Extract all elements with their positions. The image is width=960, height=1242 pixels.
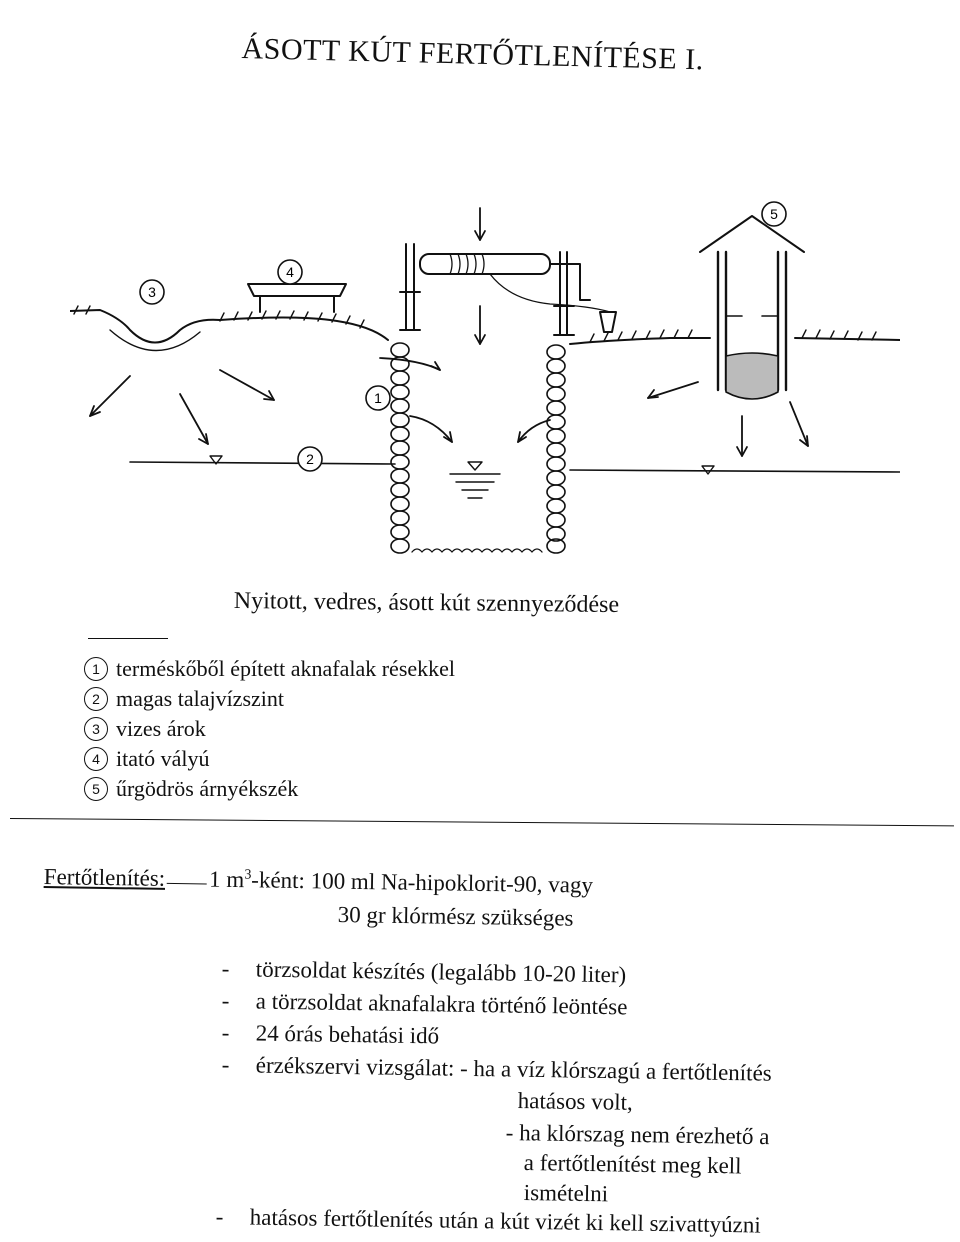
step-3-text: 24 órás behatási idő: [255, 1020, 440, 1049]
step-4: -érzékszervi vizsgálat: - ha a víz klórs…: [222, 1052, 772, 1087]
disinfection-line-2: 30 gr klórmész szükséges: [337, 902, 574, 931]
step-4-sub2-line2: a fertőtlenítést meg kell: [523, 1150, 742, 1179]
step-4-sub2-line3: ismételni: [523, 1180, 609, 1207]
well-bottom-gravel: [411, 548, 543, 553]
legend-item-5: 5 űrgödrös árnyékszék: [84, 776, 298, 802]
legend-number-5: 5: [84, 777, 108, 801]
callout-3: 3: [139, 279, 165, 305]
step-2-dash: -: [221, 988, 230, 1014]
callout-2: 2: [297, 446, 323, 472]
step-1: -törzsoldat készítés (legalább 10-20 lit…: [222, 956, 627, 988]
legend-item-4: 4 itató vályú: [84, 746, 209, 772]
well-water-marker: [467, 461, 483, 471]
bucket-rope: [489, 273, 611, 313]
legend-item-3: 3 vizes árok: [84, 716, 206, 742]
step-4-sub1-continuation: hatásos volt,: [517, 1088, 633, 1115]
legend-number-3: 3: [84, 717, 108, 741]
callout-2-label: 2: [306, 451, 314, 467]
final-step: -hatásos fertőtlenítés után a kút vizét …: [216, 1204, 761, 1239]
grass-left: [73, 305, 365, 329]
drinking-trough: [247, 283, 347, 313]
step-1-dash: -: [221, 956, 230, 982]
legend-number-1: 1: [84, 657, 108, 681]
bucket: [599, 311, 617, 333]
disinfection-label: Fertőtlenítés:: [43, 864, 166, 891]
callout-4-label: 4: [286, 264, 294, 280]
dose-prefix: 1 m: [208, 866, 245, 893]
well-water-lines: [449, 473, 501, 499]
ground-surface-right: [569, 337, 900, 345]
step-2: -a törzsoldat aknafalakra történő leönté…: [222, 988, 628, 1020]
callout-1: 1: [365, 385, 391, 411]
seepage-arrows: [89, 207, 809, 457]
callout-3-label: 3: [148, 284, 156, 300]
groundwater-level-line: [129, 461, 900, 473]
well-wall-right: [546, 344, 566, 554]
step-4-text: érzékszervi vizsgálat: - ha a víz klórsz…: [255, 1052, 772, 1086]
legend-number-2: 2: [84, 687, 108, 711]
grass-right: [589, 329, 877, 343]
callout-5-label: 5: [770, 206, 778, 222]
ditch-lower-line: [109, 329, 201, 352]
step-3: -24 órás behatási idő: [222, 1020, 440, 1049]
outhouse-roof: [699, 215, 805, 253]
section-divider: [9, 818, 954, 827]
page-title: ÁSOTT KÚT FERTŐTLENÍTÉSE I.: [241, 32, 705, 77]
step-3-dash: -: [221, 1020, 230, 1046]
legend-item-1: 1 terméskőből épített aknafalak résekkel: [84, 656, 455, 682]
legend-text-1: terméskőből épített aknafalak résekkel: [116, 656, 456, 681]
legend-number-4: 4: [84, 747, 108, 771]
diagram-caption: Nyitott, vedres, ásott kút szennyeződése: [233, 588, 620, 619]
legend-text-3: vizes árok: [116, 716, 206, 741]
water-level-marker-right: [701, 465, 715, 475]
step-4-sub2: - ha klórszag nem érezhető a: [505, 1120, 770, 1150]
disinfection-line-1: Fertőtlenítés:1 m3-ként: 100 ml Na-hipok…: [44, 864, 594, 899]
callout-1-label: 1: [374, 390, 382, 406]
well-wall-left: [390, 342, 410, 554]
windlass-post-right: [553, 251, 575, 336]
well-contamination-diagram: 3 4 1 2 5: [70, 201, 900, 554]
step-2-text: a törzsoldat aknafalakra történő leöntés…: [255, 988, 628, 1020]
legend-item-2: 2 magas talajvízszint: [84, 686, 284, 712]
outhouse-walls: [716, 250, 788, 392]
windlass-rope-coil: [449, 253, 485, 275]
water-level-marker-left: [209, 455, 223, 465]
label-underline: [167, 882, 208, 885]
legend-text-2: magas talajvízszint: [116, 686, 284, 711]
ground-surface-left: [70, 309, 389, 344]
windlass-drum: [419, 253, 551, 275]
final-step-dash: -: [215, 1204, 224, 1230]
final-step-text: hatásos fertőtlenítés után a kút vizét k…: [249, 1204, 761, 1238]
windlass-post-left: [399, 243, 421, 331]
legend-text-5: űrgödrös árnyékszék: [116, 776, 299, 801]
step-1-text: törzsoldat készítés (legalább 10-20 lite…: [255, 956, 627, 988]
cesspit-contents: [725, 352, 779, 400]
dose-text: -ként: 100 ml Na-hipoklorit-90, vagy: [251, 867, 594, 898]
legend-divider: [88, 638, 168, 639]
windlass-crank: [549, 263, 591, 301]
callout-5: 5: [761, 201, 787, 227]
callout-4: 4: [277, 259, 303, 285]
legend-text-4: itató vályú: [116, 746, 210, 771]
step-4-dash: -: [221, 1052, 230, 1078]
